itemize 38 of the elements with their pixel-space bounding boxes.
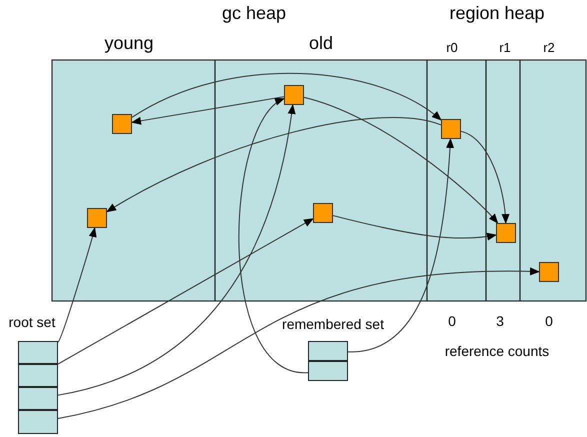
heap-object [284, 85, 304, 105]
set-label: remembered set [282, 316, 384, 332]
heap-object [313, 203, 333, 223]
root-set-slot [18, 387, 58, 410]
pointer-arrow [106, 117, 442, 212]
pointer-arrow [131, 96, 284, 125]
count-value: 0 [448, 313, 456, 329]
heap-object [539, 262, 559, 282]
root-set-slot [18, 341, 58, 364]
pointer-arrow [58, 268, 540, 419]
region-heading: young [104, 33, 154, 54]
pointer-arrow [58, 218, 314, 365]
heap-heading: gc heap [222, 3, 286, 24]
set-label: root set [8, 314, 56, 330]
root-set-slot [18, 410, 58, 434]
pointer-arrow [238, 98, 308, 374]
pointer-arrow [332, 215, 497, 240]
pointer-arrow [58, 227, 96, 343]
heap-object [112, 114, 132, 134]
count-value: 3 [496, 313, 504, 329]
region-heading: r1 [499, 40, 511, 55]
region-heading: r0 [446, 40, 458, 55]
count-value: 0 [545, 313, 553, 329]
heap-object [496, 223, 516, 243]
pointer-arrow [132, 73, 442, 121]
remembered-set-slot [308, 341, 348, 361]
root-set-slot [18, 364, 58, 387]
pointer-arrow [348, 138, 454, 352]
pointer-arrow [58, 104, 296, 396]
region-heading: old [308, 33, 334, 54]
remembered-set-slot [308, 361, 348, 381]
axis-caption: reference counts [444, 343, 550, 359]
heap-object [87, 208, 107, 228]
heap-object [441, 119, 461, 139]
pointer-arrow [304, 96, 498, 224]
heap-heading: region heap [449, 3, 545, 24]
region-heading: r2 [543, 40, 555, 55]
pointer-arrow [460, 130, 510, 224]
